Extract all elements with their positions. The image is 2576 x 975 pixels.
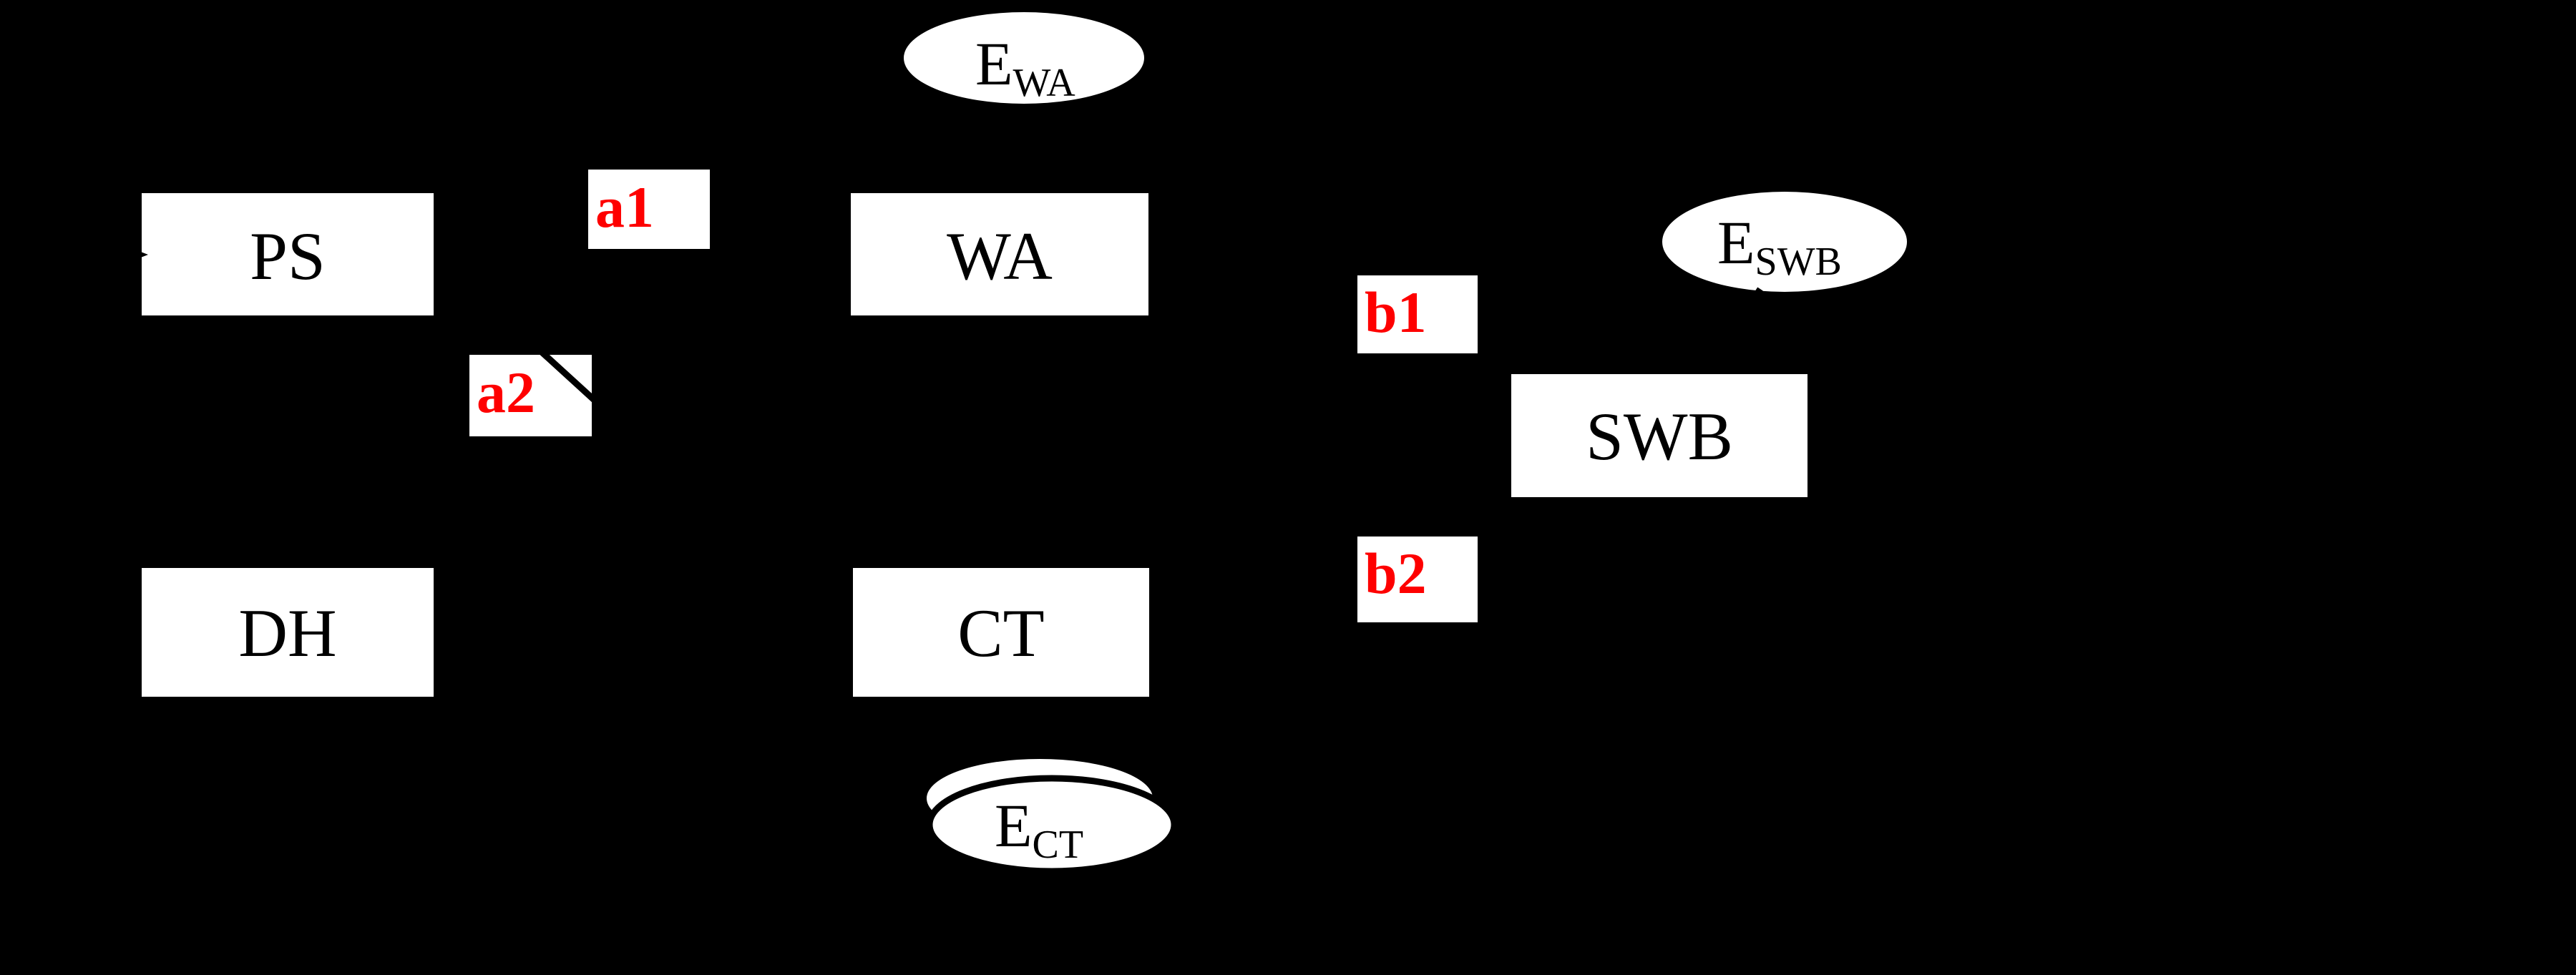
error-ect-main: E bbox=[995, 791, 1033, 860]
arrow-ect-ct bbox=[1011, 715, 1034, 754]
coefficient-labels-layer: a1 a2 b1 b2 bbox=[477, 175, 1427, 606]
error-ellipse-eswb bbox=[1662, 192, 1907, 292]
error-ect-sub: CT bbox=[1033, 823, 1084, 867]
arrow-wa-swb bbox=[1150, 255, 1490, 428]
box-swb-label: SWB bbox=[1586, 398, 1733, 474]
box-ps-label: PS bbox=[250, 218, 326, 294]
box-swb bbox=[1511, 374, 1807, 497]
error-eswb-sub: SWB bbox=[1755, 240, 1842, 284]
error-ewa-main: E bbox=[975, 29, 1013, 98]
error-eswb-main: E bbox=[1717, 208, 1755, 277]
box-labels-layer: PS WA DH CT SWB bbox=[238, 218, 1733, 671]
arrow-ewa-wa bbox=[1002, 104, 1025, 172]
box-ps bbox=[142, 193, 434, 315]
error-eswb-label: ESWB bbox=[1717, 208, 1842, 284]
arrow-ct-swb bbox=[1150, 446, 1491, 629]
box-dh-label: DH bbox=[238, 595, 336, 671]
arrow-eswb-swb bbox=[1716, 287, 1763, 356]
box-wa bbox=[851, 193, 1148, 315]
coef-chip-b2 bbox=[1357, 537, 1478, 622]
error-ewa-sub: WA bbox=[1013, 61, 1076, 105]
box-dh bbox=[142, 568, 434, 697]
coef-label-b2: b2 bbox=[1365, 541, 1427, 606]
coef-chip-a2 bbox=[469, 355, 592, 436]
coef-label-a1: a1 bbox=[595, 175, 654, 240]
boxes-layer bbox=[142, 193, 1807, 697]
box-ct bbox=[853, 568, 1149, 697]
error-ellipse-ect bbox=[926, 775, 1178, 875]
coef-label-a2: a2 bbox=[477, 360, 535, 425]
error-ellipses-layer bbox=[904, 12, 1907, 875]
error-labels-layer: EWA ESWB ECT bbox=[975, 29, 1842, 867]
arrowhead-into-ps-icon bbox=[126, 246, 148, 263]
coefficient-chips-layer bbox=[469, 170, 1478, 622]
arrows-layer bbox=[26, 104, 1763, 754]
arrow-dh-wa bbox=[435, 274, 831, 631]
error-ewa-label: EWA bbox=[975, 29, 1075, 105]
coef-chip-a1 bbox=[588, 170, 710, 249]
box-wa-label: WA bbox=[947, 218, 1053, 294]
box-ct-label: CT bbox=[957, 595, 1044, 671]
coef-chip-b1 bbox=[1357, 275, 1478, 353]
error-ect-label: ECT bbox=[995, 791, 1083, 867]
arrow-ps-ct bbox=[434, 253, 831, 617]
error-ellipse-ewa bbox=[904, 12, 1144, 104]
coef-label-b1: b1 bbox=[1365, 280, 1427, 345]
